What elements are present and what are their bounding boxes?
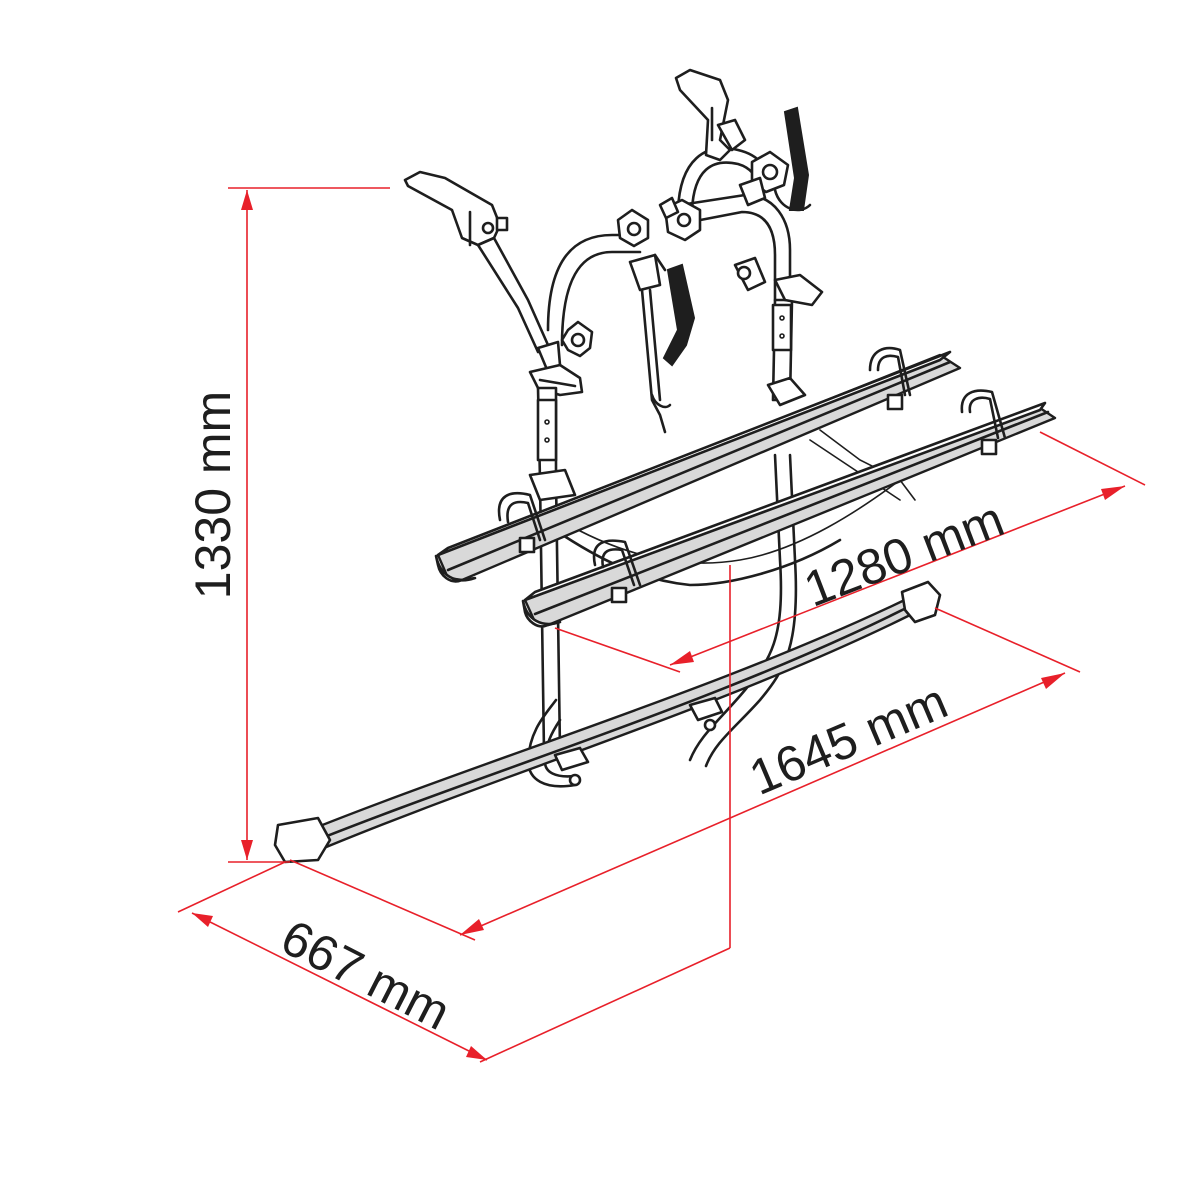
bike-carrier-illustration: [273, 68, 1057, 864]
lower-wheel-rail: [521, 401, 1057, 628]
base-support-bar: [273, 580, 942, 864]
upper-rail-straps: [497, 346, 912, 554]
dimension-label-width-base: 1645 mm: [741, 673, 955, 806]
dimension-height: 1330 mm: [185, 187, 390, 863]
center-strap: [628, 253, 696, 434]
dimension-lines: 1330 mm 1280 mm 1645 mm: [177, 187, 1146, 1063]
dimension-label-depth: 667 mm: [273, 909, 459, 1041]
rail-basket: [553, 429, 916, 587]
right-top-mounting-bracket: [674, 68, 747, 162]
dimension-label-height: 1330 mm: [185, 391, 241, 599]
right-upper-strap: [773, 106, 812, 212]
center-clamp-knobs: [616, 196, 702, 248]
left-top-mounting-bracket: [403, 170, 509, 247]
upper-wheel-rail: [434, 350, 962, 583]
dimension-depth: 667 mm: [177, 565, 731, 1063]
right-upper-clamp: [738, 150, 790, 207]
left-arm-tube: [476, 236, 594, 397]
left-vertical-post: [528, 386, 577, 754]
right-vertical-post: [733, 256, 824, 407]
lower-rail-straps: [592, 389, 1007, 604]
upper-loop-frame: [546, 193, 792, 347]
